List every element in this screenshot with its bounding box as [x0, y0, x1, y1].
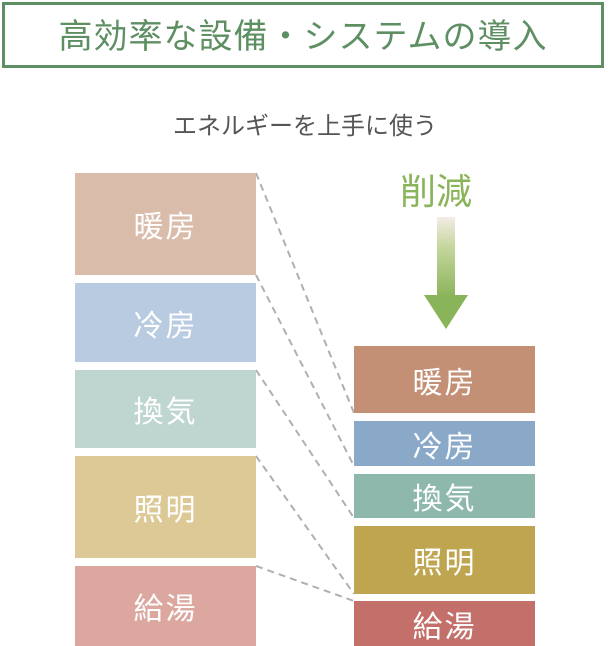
block-label: 照明: [133, 493, 198, 528]
block-label: 換気: [412, 482, 477, 517]
block-label: 給湯: [133, 592, 198, 627]
after-heating: 暖房: [354, 346, 535, 413]
down-arrow-icon: [424, 217, 468, 329]
connector-lighting: [255, 455, 355, 595]
after-hotwater: 給湯: [354, 601, 535, 646]
before-hotwater: 給湯: [75, 566, 256, 646]
block-label: 冷房: [133, 308, 198, 344]
block-label: 暖房: [412, 365, 477, 401]
before-ventilation: 換気: [75, 370, 256, 448]
reduction-label: 削減: [400, 172, 473, 213]
page-title: 高効率な設備・システムの導入: [58, 17, 548, 57]
after-cooling: 冷房: [354, 421, 535, 466]
before-heating: 暖房: [75, 173, 256, 275]
connector-cooling: [255, 274, 355, 467]
block-label: 暖房: [133, 210, 198, 245]
block-label: 冷房: [412, 429, 477, 465]
connector-hotwater: [255, 565, 355, 602]
block-label: 換気: [133, 395, 198, 430]
connector-ventilation: [255, 369, 355, 519]
after-ventilation: 換気: [354, 474, 535, 518]
block-label: 給湯: [412, 609, 477, 645]
before-cooling: 冷房: [75, 283, 256, 362]
before-lighting: 照明: [75, 456, 256, 558]
block-label: 照明: [412, 546, 477, 581]
subtitle: エネルギーを上手に使う: [173, 112, 437, 140]
after-lighting: 照明: [354, 526, 535, 594]
title-box: 高効率な設備・システムの導入: [2, 2, 604, 68]
connector-heating: [255, 172, 355, 414]
